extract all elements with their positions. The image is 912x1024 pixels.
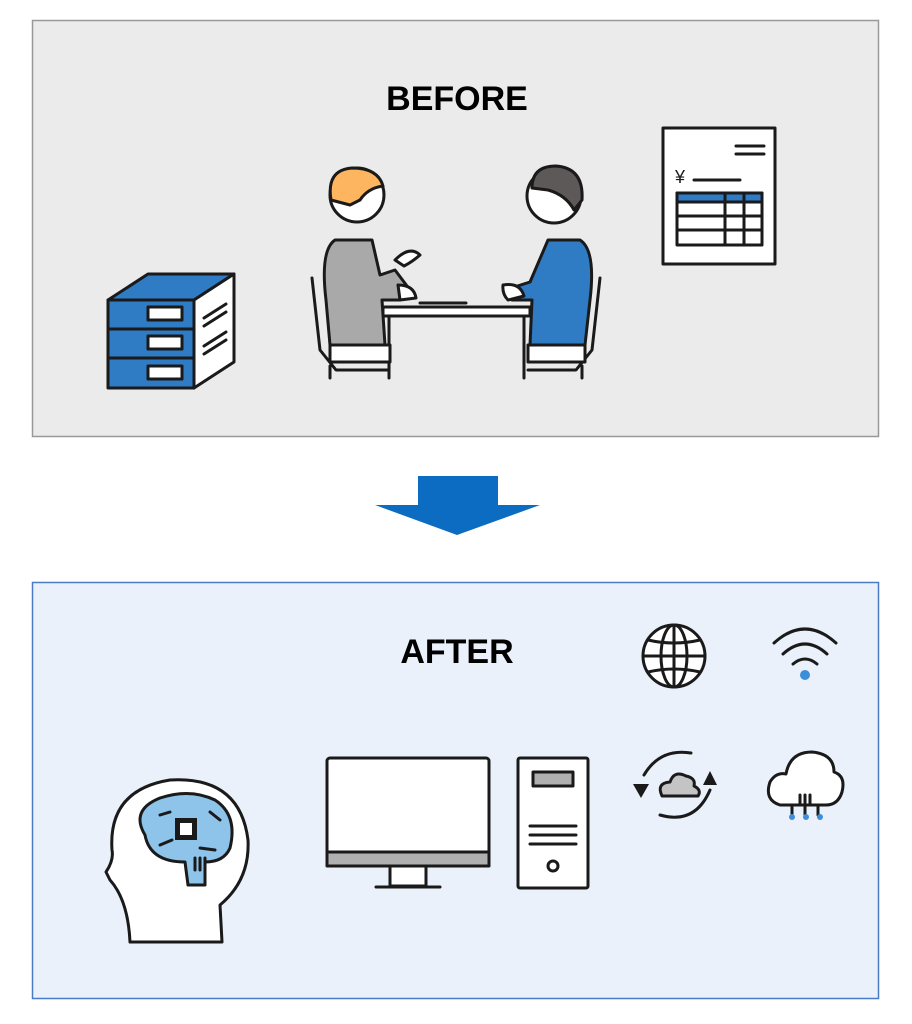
cloud-sync-icon	[633, 750, 717, 819]
wifi-icon	[772, 627, 838, 680]
invoice-document-icon: ¥	[661, 126, 777, 266]
file-cabinet-icon	[106, 272, 236, 390]
cloud-network-icon	[766, 750, 845, 820]
yen-sign: ¥	[674, 167, 686, 187]
desktop-monitor-icon	[325, 756, 491, 889]
before-panel: BEFORE	[31, 19, 880, 438]
after-panel: AFTER	[31, 581, 880, 1000]
before-title: BEFORE	[386, 80, 528, 118]
after-title: AFTER	[400, 633, 513, 671]
pc-tower-icon	[516, 756, 590, 890]
down-arrow-icon	[375, 476, 540, 535]
globe-icon	[641, 623, 707, 689]
ai-brain-head-icon	[104, 778, 250, 944]
meeting-illustration	[310, 164, 602, 380]
